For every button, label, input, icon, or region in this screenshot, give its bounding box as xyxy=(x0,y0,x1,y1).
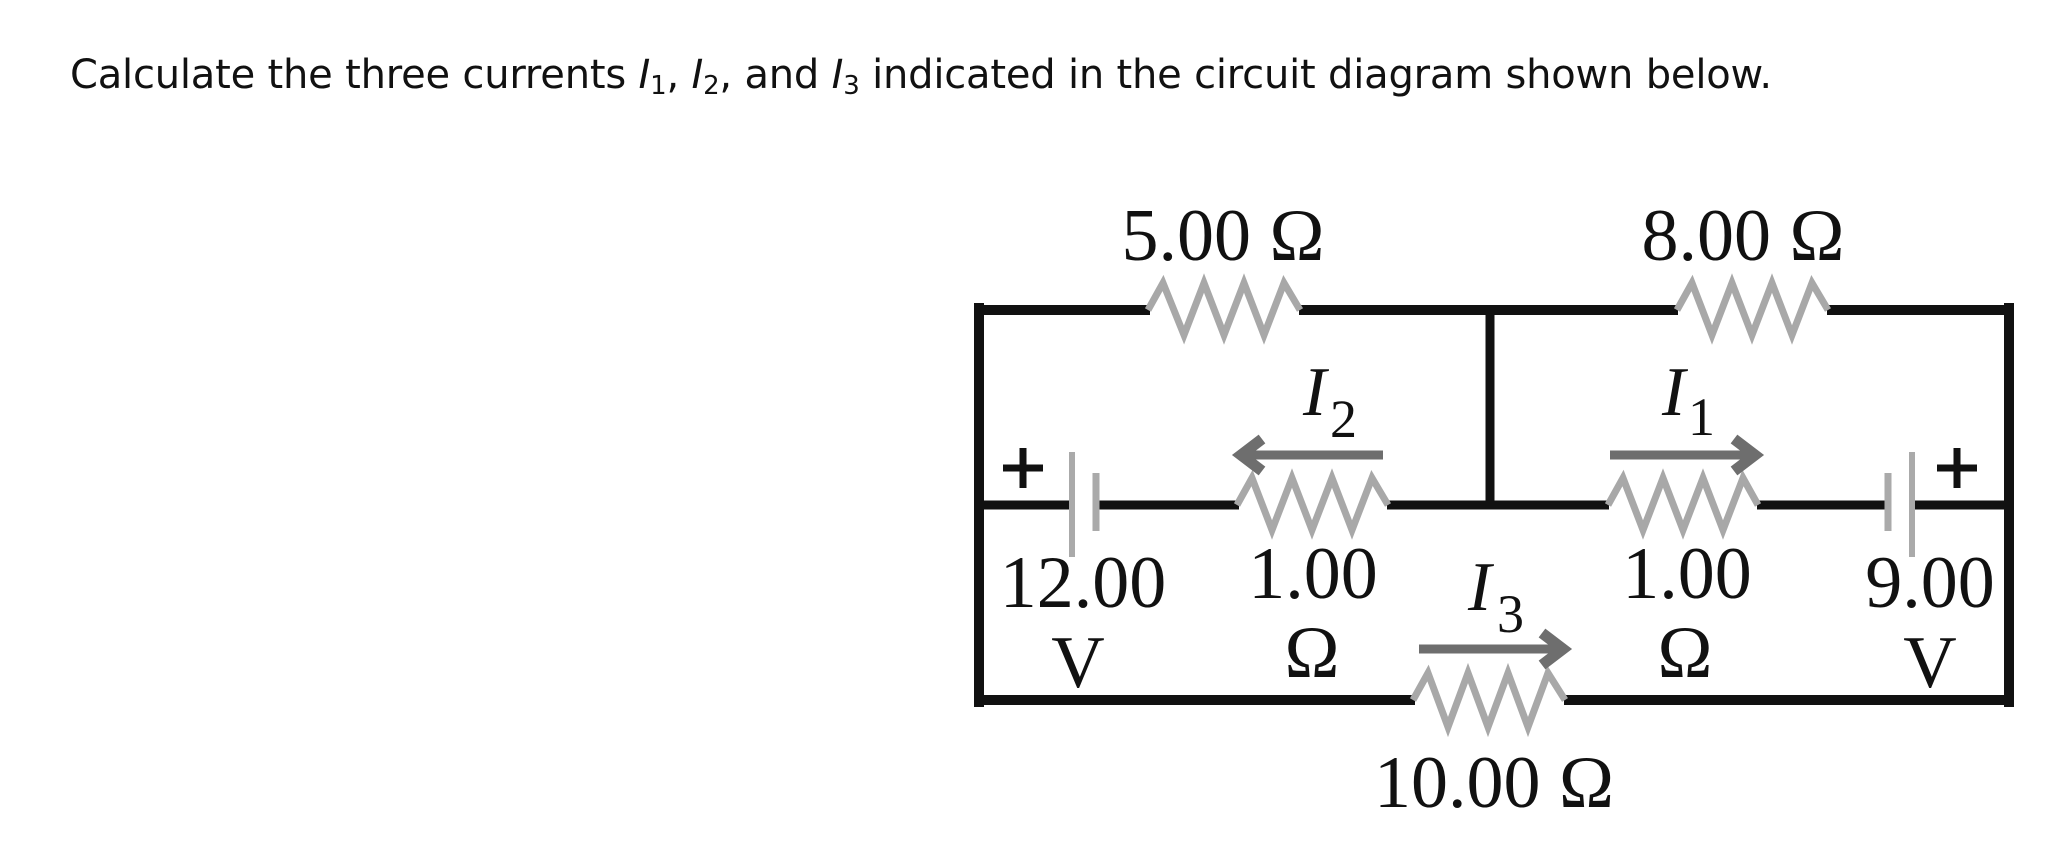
arrow-i3-right-icon xyxy=(1419,628,1573,670)
current-var-i3: I3 xyxy=(831,52,860,101)
battery-left xyxy=(1003,448,1100,557)
resistor-1ohm-left xyxy=(1233,468,1392,540)
arrow-i2-left-icon xyxy=(1231,434,1383,476)
label-resistor-1ohm-right-unit: Ω xyxy=(1658,612,1713,694)
resistor-10ohm xyxy=(1409,662,1568,738)
label-current-i2: I 2 xyxy=(1302,354,1357,449)
label-resistor-10ohm: 10.00 Ω xyxy=(1374,742,1614,824)
label-resistor-8ohm: 8.00 Ω xyxy=(1642,195,1845,277)
question-suffix: indicated in the circuit diagram shown b… xyxy=(859,52,1772,98)
label-i2-subscript: 2 xyxy=(1330,389,1357,449)
question-prefix: Calculate the three currents xyxy=(70,52,639,98)
wires xyxy=(974,303,2014,707)
label-battery-left-unit: V xyxy=(1051,622,1104,704)
label-battery-right-value: 9.00 xyxy=(1865,542,1995,624)
resistor-8ohm xyxy=(1673,273,1832,345)
battery-right xyxy=(1884,448,1977,557)
label-battery-left-value: 12.00 xyxy=(1000,542,1167,624)
label-resistor-5ohm: 5.00 Ω xyxy=(1122,195,1325,277)
resistor-5ohm xyxy=(1144,273,1304,345)
label-i3-subscript: 3 xyxy=(1497,584,1524,644)
question-separator-2: , and xyxy=(719,52,832,98)
label-battery-right-unit: V xyxy=(1903,622,1956,704)
current-var-i2: I2 xyxy=(691,52,720,101)
label-i1-symbol: I xyxy=(1661,354,1689,431)
plus-sign-left-icon xyxy=(1003,448,1043,488)
question-separator-1: , xyxy=(666,52,692,98)
label-resistor-1ohm-right-value: 1.00 xyxy=(1622,533,1752,615)
label-current-i3: I 3 xyxy=(1467,549,1524,644)
label-current-i1: I 1 xyxy=(1661,354,1715,447)
question-text: Calculate the three currents I1, I2, and… xyxy=(70,52,1772,101)
label-resistor-1ohm-left-value: 1.00 xyxy=(1248,533,1378,615)
label-i2-symbol: I xyxy=(1302,354,1330,431)
resistor-1ohm-right xyxy=(1604,468,1762,540)
plus-sign-right-icon xyxy=(1937,448,1977,488)
current-var-i1: I1 xyxy=(638,52,667,101)
arrow-i1-right-icon xyxy=(1610,434,1765,476)
label-i1-subscript: 1 xyxy=(1688,387,1715,447)
label-i3-symbol: I xyxy=(1467,549,1495,626)
label-resistor-1ohm-left-unit: Ω xyxy=(1285,612,1340,694)
